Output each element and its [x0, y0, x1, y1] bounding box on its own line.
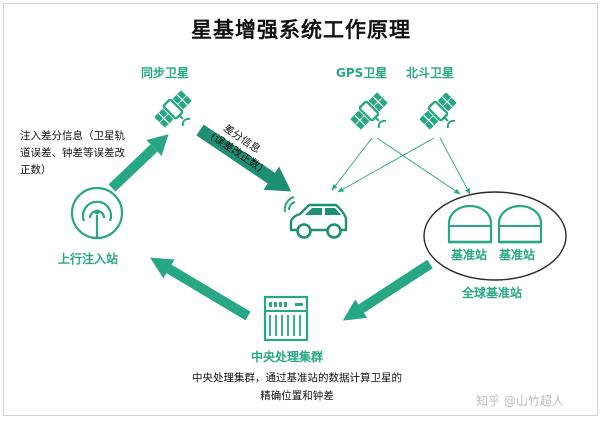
signal-lines — [331, 137, 471, 195]
page-title: 星基增强系统工作原理 — [191, 18, 411, 42]
uplink-arrow — [108, 134, 169, 192]
uplink-station-icon — [70, 186, 124, 240]
uplink-note-line2: 道误差、钟差等误差改 — [20, 147, 125, 159]
global-stations-ellipse — [423, 191, 567, 281]
central-cluster-label: 中央处理集群 — [251, 350, 324, 364]
uplink-note: 注入差分信息（卫星轨 道误差、钟差等误差改 正数） — [20, 128, 125, 179]
server-icon — [263, 295, 309, 342]
downlink-label: 差分信息 (误差改正数) — [208, 121, 266, 174]
sync-satellite-label: 同步卫星 — [141, 66, 190, 80]
vehicle-icon — [283, 196, 348, 239]
beidou-satellite-icon — [417, 90, 467, 140]
watermark: 知乎 @山竹超人 — [476, 394, 564, 408]
sync-satellite-icon — [152, 88, 202, 138]
reference-station-left-label: 基准站 — [451, 248, 488, 262]
reference-station-right-label: 基准站 — [499, 248, 536, 262]
uplink-note-line3: 正数） — [20, 164, 52, 176]
global-stations-label: 全球基准站 — [462, 286, 523, 300]
uplink-station-label: 上行注入站 — [58, 252, 119, 266]
central-cluster-description: 中央处理集群，通过基准站的数据计算卫星的 精确位置和钟差 — [167, 369, 427, 405]
central-desc-line2: 精确位置和钟差 — [260, 390, 334, 402]
uplink-note-line1: 注入差分信息（卫星轨 — [20, 130, 125, 142]
center-to-uplink-arrow — [150, 257, 251, 321]
downlink-arrow — [196, 124, 292, 192]
diagram-frame — [3, 3, 598, 416]
reference-station-right-icon — [497, 204, 543, 244]
gps-satellite-label: GPS卫星 — [336, 66, 388, 80]
beidou-satellite-label: 北斗卫星 — [406, 66, 455, 80]
station-to-center-arrow — [342, 259, 433, 321]
gps-satellite-icon — [348, 90, 398, 140]
reference-station-left-icon — [447, 204, 493, 244]
central-desc-line1: 中央处理集群，通过基准站的数据计算卫星的 — [192, 372, 402, 384]
